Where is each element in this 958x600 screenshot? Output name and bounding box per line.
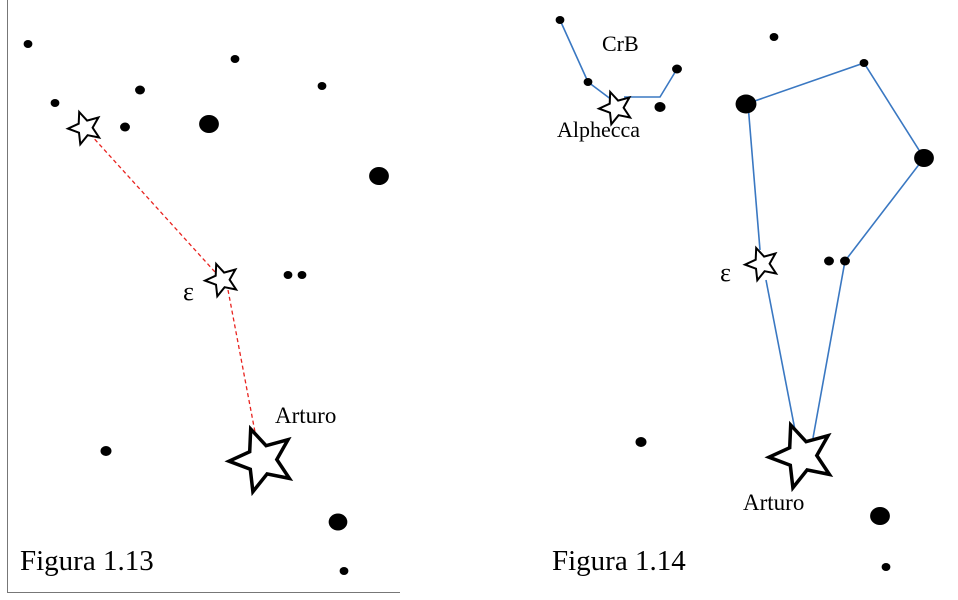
figure-caption: Figura 1.13 (20, 545, 154, 577)
epsilon-label: ε (183, 277, 194, 306)
star-dot (735, 94, 757, 114)
arturo-label: Arturo (275, 403, 336, 428)
star-dot (120, 122, 130, 132)
arturo-star-icon (224, 424, 294, 497)
epsilon-star-icon (202, 261, 239, 299)
star-dot (328, 513, 348, 531)
crb-label: CrB (602, 31, 639, 56)
star-dot (583, 78, 593, 86)
dashed-line (227, 289, 256, 433)
star-dot (50, 99, 60, 107)
background-stars (23, 16, 934, 575)
star-dot (859, 59, 869, 67)
star-dot (230, 55, 240, 63)
star-dot (881, 563, 891, 571)
alphecca-star-icon (596, 89, 633, 127)
bootes-line (765, 279, 796, 431)
star-dot (199, 115, 219, 133)
arturo-label: Arturo (743, 490, 804, 515)
star-dot (555, 16, 565, 24)
named-stars (65, 89, 834, 497)
star-dot (283, 271, 293, 279)
star-dot (914, 149, 934, 167)
star-dot (317, 82, 327, 90)
star-dot (339, 567, 349, 575)
figure-left-frame (7, 0, 400, 593)
star-dot (135, 85, 145, 95)
arturo-star-icon (764, 420, 834, 493)
crb-line (624, 68, 678, 98)
figure-right-constellation-lines (559, 19, 925, 439)
bootes-line (745, 62, 925, 439)
figure-caption: Figura 1.14 (552, 545, 686, 577)
epsilon-star-icon (742, 245, 779, 283)
dashed-line (89, 133, 216, 273)
star-dot (635, 437, 647, 447)
star-dot (672, 64, 682, 74)
figure-left-pointer-lines (89, 133, 256, 433)
star-dot (840, 256, 850, 266)
star-icon (65, 109, 102, 147)
star-dot (23, 40, 33, 48)
epsilon-label: ε (720, 258, 731, 287)
star-dot (870, 507, 890, 525)
star-dot (824, 256, 834, 266)
star-dot (769, 33, 779, 41)
star-dot (654, 102, 666, 112)
star-dot (369, 167, 389, 185)
alphecca-label: Alphecca (557, 117, 640, 142)
bootes-line (747, 103, 761, 251)
star-dot (297, 271, 307, 279)
star-dot (100, 446, 112, 456)
